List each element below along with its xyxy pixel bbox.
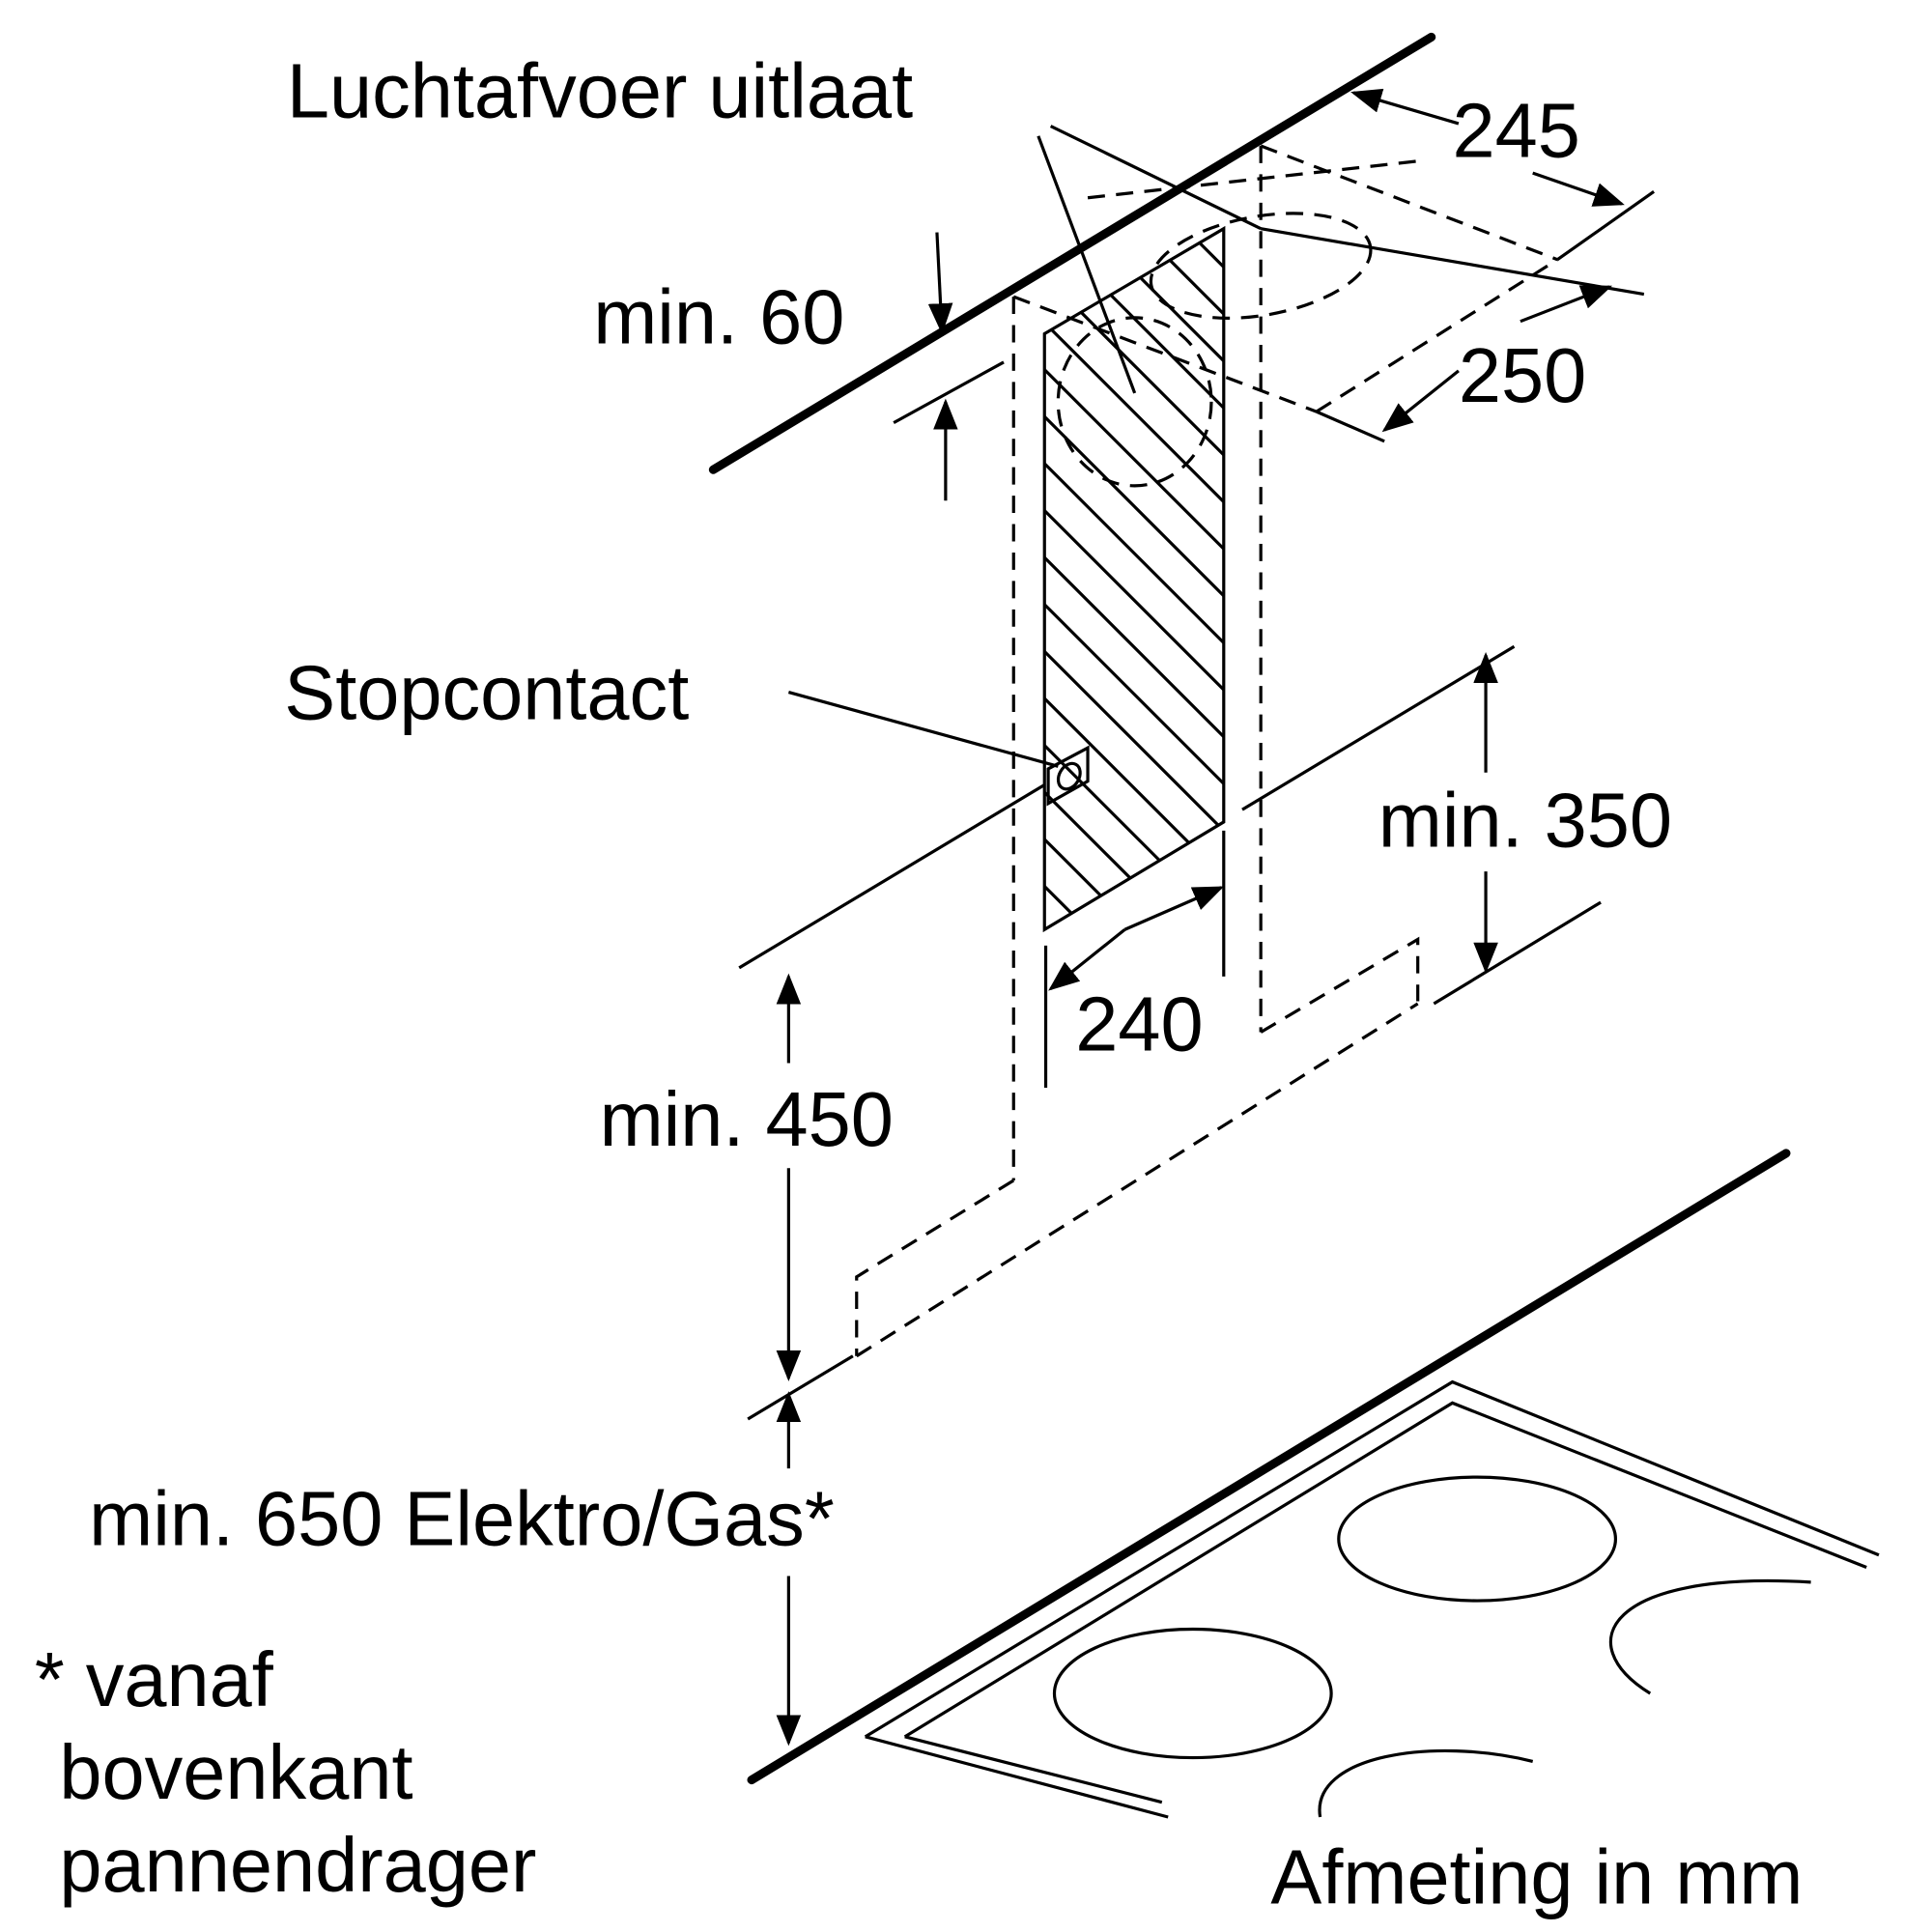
socket-icon — [1046, 745, 1090, 807]
hatch-line — [1044, 228, 1224, 484]
dim-min-350: min. 350 — [1378, 778, 1672, 864]
hatch-line — [1044, 228, 1224, 389]
air-outlet-label: Luchtafvoer uitlaat — [287, 48, 913, 134]
footnote-line3: pannendrager — [59, 1822, 536, 1908]
footnote-line1: * vanaf — [35, 1636, 274, 1722]
hatch-line — [1044, 228, 1224, 530]
dim-min-60: min. 60 — [593, 274, 844, 360]
hatch-line — [1044, 407, 1224, 719]
hatch-line — [1044, 228, 1224, 437]
hatch-line — [1044, 228, 1224, 343]
free-wall-area — [1042, 225, 1226, 933]
hatch-line — [1044, 266, 1224, 578]
dim-min-450: min. 450 — [600, 1076, 894, 1162]
hatch-line — [1044, 641, 1224, 930]
dim-min-650: min. 650 Elektro/Gas* — [89, 1475, 835, 1561]
hatch-line — [1044, 500, 1224, 812]
footnote-line2: bovenkant — [59, 1729, 412, 1815]
hatch-line — [1044, 312, 1224, 625]
hatch-line — [1044, 359, 1224, 671]
burner — [1609, 1579, 1811, 1695]
burner — [1337, 1475, 1618, 1603]
hood-outline — [855, 144, 1559, 1358]
dim-245: 245 — [1453, 88, 1580, 174]
hatch-line — [1044, 923, 1224, 930]
socket-label: Stopcontact — [284, 650, 689, 736]
hatch-line — [1044, 594, 1224, 906]
dim-240: 240 — [1075, 981, 1203, 1067]
burner — [1052, 1627, 1333, 1760]
hob — [747, 1149, 1880, 1819]
hatch-line — [1044, 548, 1224, 860]
burner — [1318, 1748, 1534, 1818]
unit-note: Afmeting in mm — [1270, 1834, 1803, 1920]
hatch-line — [1044, 453, 1224, 765]
hatch-line — [1044, 688, 1224, 930]
dim-250: 250 — [1459, 332, 1586, 418]
ceiling-line — [708, 32, 1436, 474]
